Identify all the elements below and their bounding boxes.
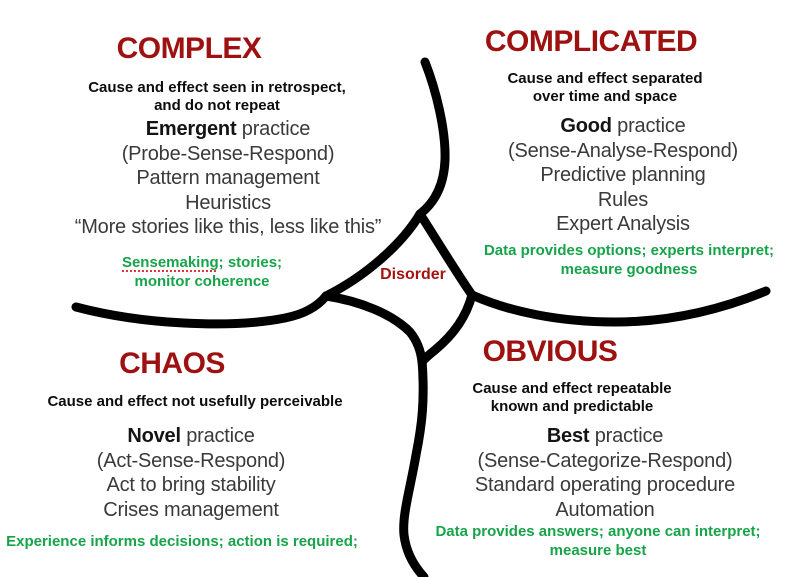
complex-body-line: Pattern management (136, 167, 320, 189)
complicated-body-line: Predictive planning (540, 164, 706, 186)
chaos-body: Novel practice (Act-Sense-Respond) Act t… (97, 424, 286, 522)
obvious-subtitle-line: Cause and effect repeatable (472, 380, 672, 397)
complex-body-line: Heuristics (185, 191, 271, 214)
complicated-practice-line: Good practice (560, 115, 686, 137)
chaos-title: CHAOS (119, 347, 225, 380)
chaos-body-line: Crises management (103, 498, 279, 521)
complicated-title: COMPLICATED (484, 25, 698, 58)
obvious-green-note: Data provides answers; anyone can interp… (435, 523, 760, 560)
obvious-green-line: Data provides answers; anyone can interp… (435, 523, 761, 540)
obvious-practice-line: Best practice (546, 425, 664, 447)
complicated-green-note: Data provides options; experts interpret… (484, 242, 774, 279)
obvious-body: Best practice (Sense-Categorize-Respond)… (475, 424, 735, 522)
complex-subtitle-line: and do not repeat (154, 97, 280, 114)
complex-practice-line: Emergent practice (145, 118, 311, 140)
complicated-subtitle: Cause and effect separated over time and… (507, 70, 702, 106)
curve-left-horizontal (71, 291, 331, 329)
complex-body: Emergent practice (Probe-Sense-Respond) … (75, 117, 382, 240)
obvious-body-line: Standard operating procedure (474, 474, 736, 496)
chaos-green-note: Experience informs decisions; action is … (6, 533, 358, 552)
chaos-green-line: Experience informs decisions; action is … (6, 533, 358, 550)
curve-disorder-right-edge (415, 209, 477, 300)
chaos-body-line: (Act-Sense-Respond) (96, 449, 286, 472)
curve-disorder-left-edge (321, 209, 425, 301)
complex-body-line: “More stories like this, less like this” (74, 216, 382, 238)
complicated-body-line: Expert Analysis (556, 213, 690, 235)
complicated-body-line: Rules (597, 188, 649, 211)
complex-title: COMPLEX (116, 32, 262, 65)
curve-bottom-divider (399, 355, 429, 577)
obvious-body-line: (Sense-Categorize-Respond) (477, 449, 733, 472)
complex-subtitle-line: Cause and effect seen in retrospect, (88, 79, 346, 96)
obvious-title: OBVIOUS (482, 335, 618, 368)
chaos-practice-line: Novel practice (127, 425, 255, 447)
disorder-label: Disorder (380, 266, 446, 283)
obvious-subtitle: Cause and effect repeatable known and pr… (472, 380, 671, 416)
complicated-green-line: measure goodness (560, 260, 698, 278)
chaos-subtitle: Cause and effect not usefully perceivabl… (47, 393, 342, 411)
curve-right-horizontal (467, 286, 771, 327)
complex-green-note: Sensemaking; stories; monitor coherence (122, 254, 282, 291)
obvious-body-line: Automation (555, 498, 655, 521)
curve-top-divider (415, 57, 450, 219)
complex-green-line: Sensemaking; stories; (121, 254, 283, 271)
misspelled-word: Sensemaking (121, 254, 219, 271)
complex-green-line: monitor coherence (134, 272, 270, 290)
complicated-subtitle-line: Cause and effect separated (507, 70, 703, 87)
complicated-body-line: (Sense-Analyse-Respond) (508, 139, 738, 162)
complicated-green-line: Data provides options; experts interpret… (483, 242, 775, 259)
chaos-body-line: Act to bring stability (106, 474, 276, 496)
complex-body-line: (Probe-Sense-Respond) (121, 142, 335, 165)
obvious-subtitle-line: known and predictable (490, 398, 654, 415)
complicated-body: Good practice (Sense-Analyse-Respond) Pr… (508, 114, 738, 237)
complicated-subtitle-line: over time and space (532, 88, 678, 105)
chaos-subtitle-line: Cause and effect not usefully perceivabl… (47, 393, 343, 410)
curve-lowerleft-shoulder (321, 291, 427, 367)
curve-lowerright-shoulder (417, 290, 477, 367)
complex-subtitle: Cause and effect seen in retrospect, and… (88, 79, 346, 115)
obvious-green-line: measure best (549, 541, 647, 559)
